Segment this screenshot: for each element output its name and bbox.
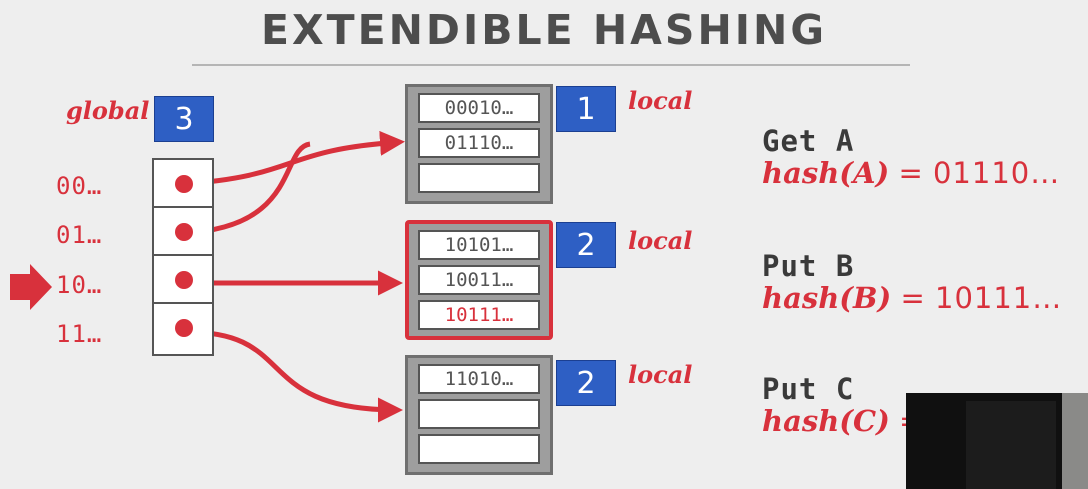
directory-slot — [154, 304, 212, 354]
operation-hash: hash(B) = 10111… — [762, 281, 1062, 315]
bucket-slot: 10101… — [418, 230, 540, 260]
bucket-3: 11010… — [405, 355, 553, 475]
hash-equals: = — [900, 281, 926, 315]
local-depth-box: 2 — [556, 360, 616, 406]
pointer-dot-icon — [175, 175, 193, 193]
hash-function: hash(B) — [762, 281, 892, 315]
local-depth-label: local — [628, 86, 693, 115]
webcam-shadow — [966, 401, 1056, 489]
operation-title: Put B — [762, 249, 855, 283]
slide-title: EXTENDIBLE HASHING — [261, 6, 827, 54]
directory-key-01: 01… — [56, 221, 103, 249]
bucket-slot: 10011… — [418, 265, 540, 295]
bucket-slot — [418, 434, 540, 464]
operation-put-c: Put C hash(C) = — [762, 372, 924, 438]
pointer-dot-icon — [175, 319, 193, 337]
hash-function: hash(A) — [762, 156, 890, 190]
pointer-dot-icon — [175, 271, 193, 289]
pointer-dot-icon — [175, 223, 193, 241]
pointer-11-to-bucket-3 — [182, 329, 403, 423]
operation-put-b: Put B hash(B) = 10111… — [762, 249, 1062, 315]
directory-key-00: 00… — [56, 172, 103, 200]
hash-value: 01110… — [932, 156, 1061, 190]
directory-key-10: 10… — [56, 271, 103, 299]
operation-hash: hash(A) = 01110… — [762, 156, 1060, 190]
bucket-slot: 11010… — [418, 364, 540, 394]
directory-table — [152, 158, 214, 356]
bucket-slot: 01110… — [418, 128, 540, 158]
operation-get-a: Get A hash(A) = 01110… — [762, 124, 1060, 190]
operation-hash: hash(C) = — [762, 404, 924, 438]
bucket-2: 10101… 10011… 10111… — [405, 220, 553, 340]
local-depth-label: local — [628, 226, 693, 255]
bucket-slot: 00010… — [418, 93, 540, 123]
hash-function: hash(C) — [762, 404, 890, 438]
right-arrow-icon — [10, 264, 52, 310]
operation-title: Put C — [762, 372, 855, 406]
bucket-slot — [418, 163, 540, 193]
webcam-light — [1062, 393, 1088, 489]
local-depth-box: 2 — [556, 222, 616, 268]
directory-key-11: 11… — [56, 320, 103, 348]
bucket-1: 00010… 01110… — [405, 84, 553, 204]
pointer-01-to-bucket-1 — [182, 141, 311, 236]
hash-value: 10111… — [935, 281, 1063, 315]
directory-slot — [154, 160, 212, 208]
directory-slot — [154, 208, 212, 256]
bucket-slot-new: 10111… — [418, 300, 540, 330]
directory-slot — [154, 256, 212, 304]
operation-title: Get A — [762, 124, 855, 158]
global-depth-box: 3 — [154, 96, 214, 142]
global-depth-label: global — [66, 96, 150, 125]
hash-equals: = — [898, 156, 924, 190]
local-depth-label: local — [628, 360, 693, 389]
bucket-slot — [418, 399, 540, 429]
title-divider — [192, 64, 910, 66]
webcam-overlay — [906, 393, 1088, 489]
local-depth-box: 1 — [556, 86, 616, 132]
